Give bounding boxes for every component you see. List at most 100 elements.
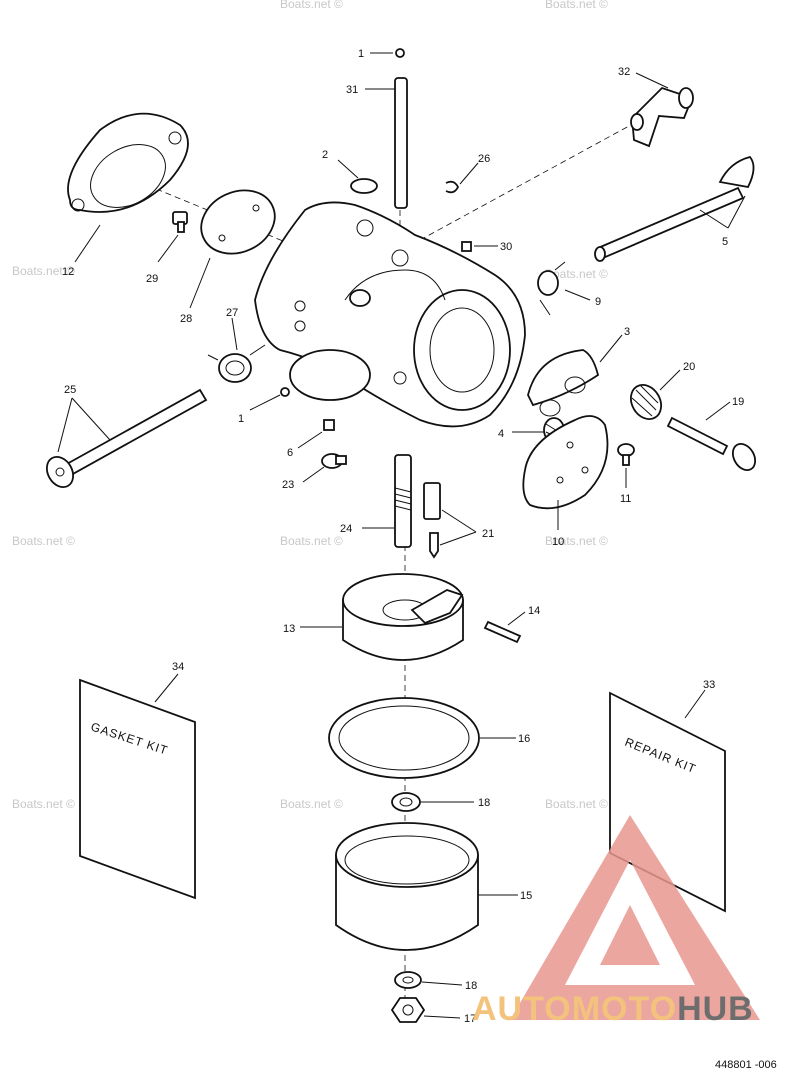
- leader: [249, 394, 281, 411]
- label-19: 19: [732, 396, 744, 408]
- label-26: 26: [478, 153, 490, 165]
- leader: [57, 397, 73, 453]
- watermark: Boats.net ©: [280, 797, 343, 811]
- label-28: 28: [180, 313, 192, 325]
- leader: [154, 673, 179, 703]
- leader: [507, 611, 526, 626]
- label-5: 5: [722, 236, 728, 248]
- part-13-float: [342, 573, 464, 661]
- leader: [564, 289, 591, 301]
- label-18: 18: [478, 797, 490, 809]
- label-23: 23: [282, 479, 294, 491]
- part-18-washer: [394, 971, 422, 989]
- label-17: 17: [464, 1013, 476, 1025]
- part-5-shaft: [594, 155, 755, 262]
- label-6: 6: [287, 447, 293, 459]
- label-13: 13: [283, 623, 295, 635]
- label-3: 3: [624, 326, 630, 338]
- brand-part2: HUB: [677, 990, 754, 1028]
- brand-name: AUTOMOTOHUB: [472, 990, 754, 1028]
- part-17-nut: [390, 997, 426, 1023]
- part-12-gasket: [67, 112, 189, 213]
- watermark: Boats.net ©: [545, 267, 608, 281]
- label-4: 4: [498, 428, 504, 440]
- watermark: Boats.net ©: [12, 264, 75, 278]
- label-12: 12: [62, 266, 74, 278]
- part-27-spring: [207, 344, 266, 383]
- label-27: 27: [226, 307, 238, 319]
- part-34-gasket-kit: GASKET KIT: [79, 678, 196, 900]
- part-30-screw: [461, 241, 472, 252]
- label-24: 24: [340, 523, 352, 535]
- leader: [599, 334, 623, 363]
- leader: [659, 369, 681, 391]
- part-9-spring: [537, 261, 566, 316]
- part-24-jet: [394, 454, 412, 548]
- label-21: 21: [482, 528, 494, 540]
- leader: [189, 257, 211, 309]
- leader: [157, 234, 179, 263]
- label-2: 2: [322, 149, 328, 161]
- leader: [337, 159, 359, 179]
- label-25: 25: [64, 384, 76, 396]
- watermark: Boats.net ©: [545, 797, 608, 811]
- leader: [421, 981, 463, 986]
- part-29-screw: [172, 211, 188, 233]
- leader: [71, 397, 111, 441]
- label-30: 30: [500, 241, 512, 253]
- label-9: 9: [595, 296, 601, 308]
- part-15-bowl: [335, 822, 479, 951]
- part-1-ball: [395, 48, 405, 58]
- part-14-pin: [483, 620, 522, 644]
- leader: [439, 531, 477, 546]
- label-15: 15: [520, 890, 532, 902]
- leader: [684, 689, 706, 719]
- leader: [727, 195, 746, 229]
- part-2-plug: [350, 178, 378, 194]
- label-1: 1: [238, 413, 244, 425]
- leader: [297, 431, 323, 449]
- label-1: 1: [358, 48, 364, 60]
- part-32-fitting: [630, 86, 694, 148]
- watermark: Boats.net ©: [545, 0, 608, 11]
- label-14: 14: [528, 605, 540, 617]
- part-26-clip: [445, 180, 460, 194]
- brand-part1: AUTOMOTO: [472, 990, 677, 1028]
- leader: [231, 317, 238, 351]
- part-18-washer: [391, 792, 421, 812]
- part-16-gasket: [328, 697, 480, 779]
- watermark: Boats.net ©: [280, 0, 343, 11]
- label-18: 18: [465, 980, 477, 992]
- part-6-screw: [323, 419, 335, 431]
- leader: [423, 1015, 461, 1019]
- label-31: 31: [346, 84, 358, 96]
- watermarks: Boats.net © Boats.net © Boats.net © Boat…: [12, 0, 608, 811]
- leader: [699, 209, 729, 229]
- watermark: Boats.net ©: [12, 534, 75, 548]
- leader: [441, 509, 477, 533]
- leader: [459, 162, 479, 185]
- watermark: Boats.net ©: [545, 534, 608, 548]
- part-25-shaft: [45, 388, 208, 488]
- part-23-screw: [321, 453, 347, 469]
- carburetor-body: [254, 201, 526, 428]
- label-16: 16: [518, 733, 530, 745]
- part-11-screw: [617, 443, 635, 466]
- part-19-needle: [666, 416, 757, 472]
- label-11: 11: [620, 493, 631, 505]
- watermark: Boats.net ©: [12, 797, 75, 811]
- label-29: 29: [146, 273, 158, 285]
- leader: [302, 466, 325, 483]
- label-20: 20: [683, 361, 695, 373]
- fitting-axis: [419, 119, 641, 241]
- part-21-jet: [423, 482, 441, 559]
- automotohub-logo: AUTOMOTOHUB: [472, 815, 760, 1028]
- label-10: 10: [552, 536, 564, 548]
- leader: [74, 224, 101, 263]
- document-number: 448801 -006: [715, 1059, 777, 1069]
- label-33: 33: [703, 679, 715, 691]
- watermark: Boats.net ©: [280, 534, 343, 548]
- part-1-ball: [280, 387, 290, 397]
